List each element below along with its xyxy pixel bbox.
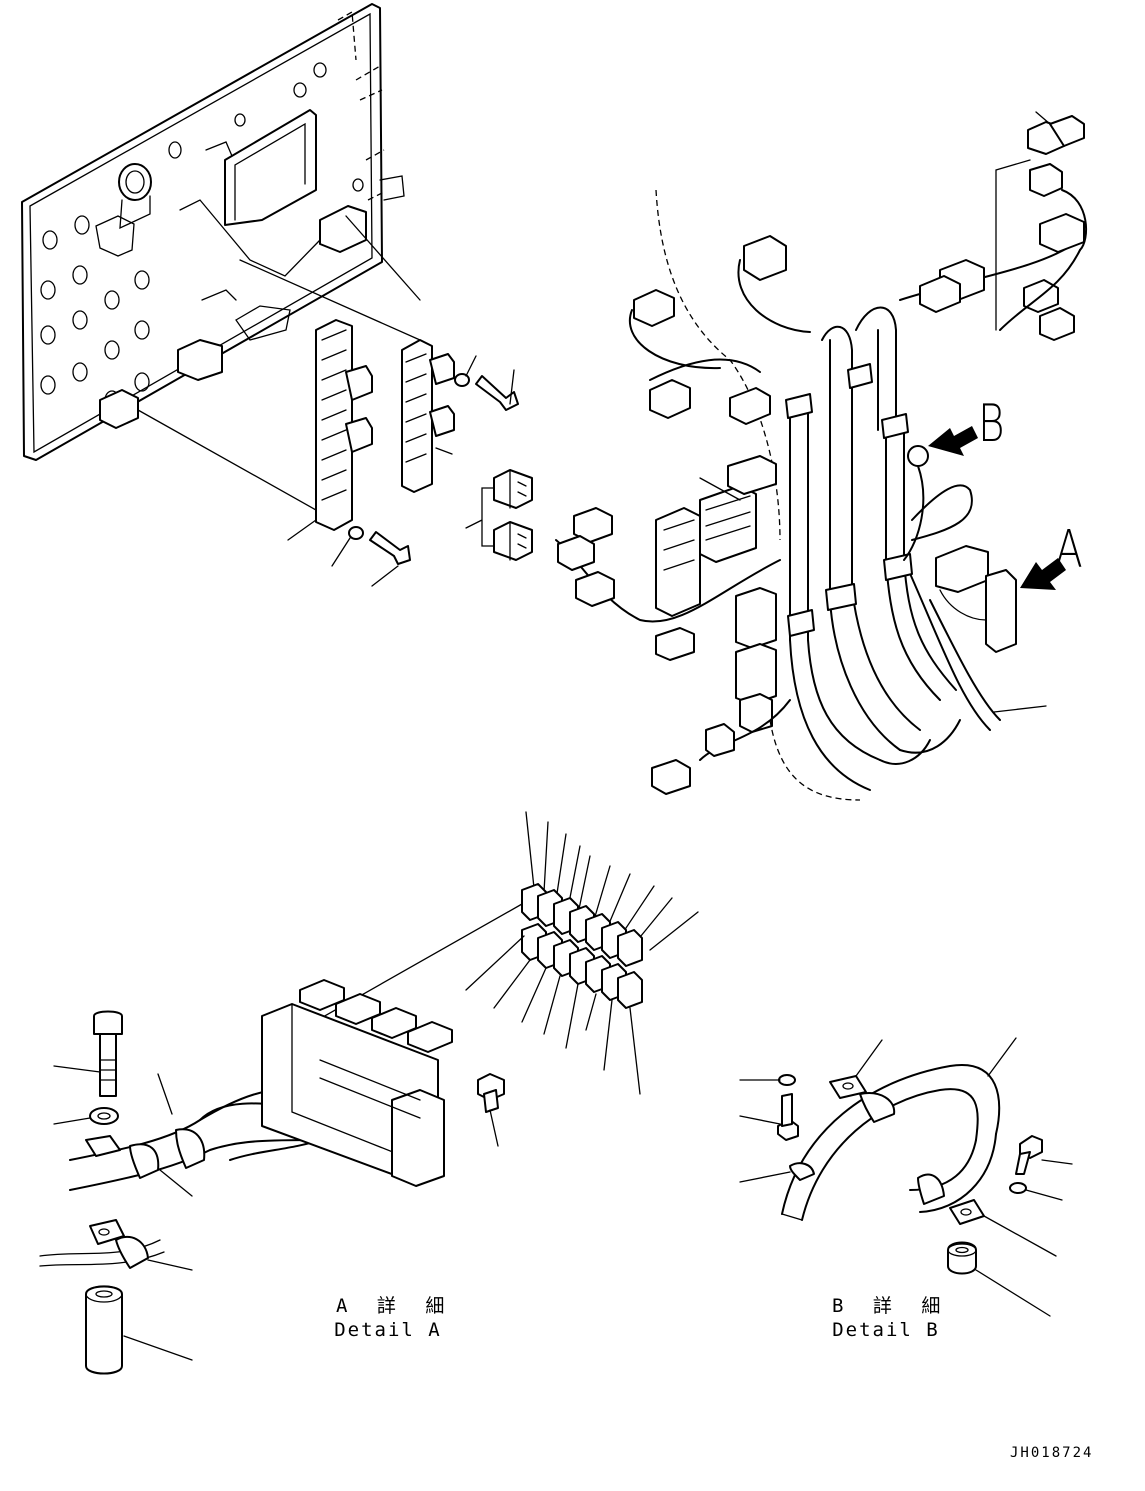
terminal-strip-left [315,319,373,531]
view-b-arrow-icon [928,426,978,456]
view-a-arrow-icon [1020,558,1066,590]
detail-a-title-en: Detail A [334,1319,442,1341]
detail-b-title-en: Detail B [832,1319,940,1341]
terminal-cluster [299,811,699,1095]
detail-a-title-jp: A 詳 細 [336,1295,454,1317]
panel-gauge [118,163,152,230]
detail-b-illustration [739,1037,1073,1317]
panel-leader-lines [137,215,421,511]
terminal-strip-right [401,339,455,493]
twin-connectors [465,469,533,561]
view-a-label: A [1055,520,1083,580]
panel-holes [40,62,364,410]
detail-a-illustration [39,979,505,1375]
mounting-panel [21,3,405,461]
drawing-number: JH018724 [1010,1445,1094,1461]
view-b-label: B [978,394,1005,454]
view-arrows [928,426,1066,590]
terminal-strip-fasteners [287,355,519,587]
main-wiring-harness [555,111,1088,801]
detail-b-title-jp: B 詳 細 [832,1295,950,1317]
